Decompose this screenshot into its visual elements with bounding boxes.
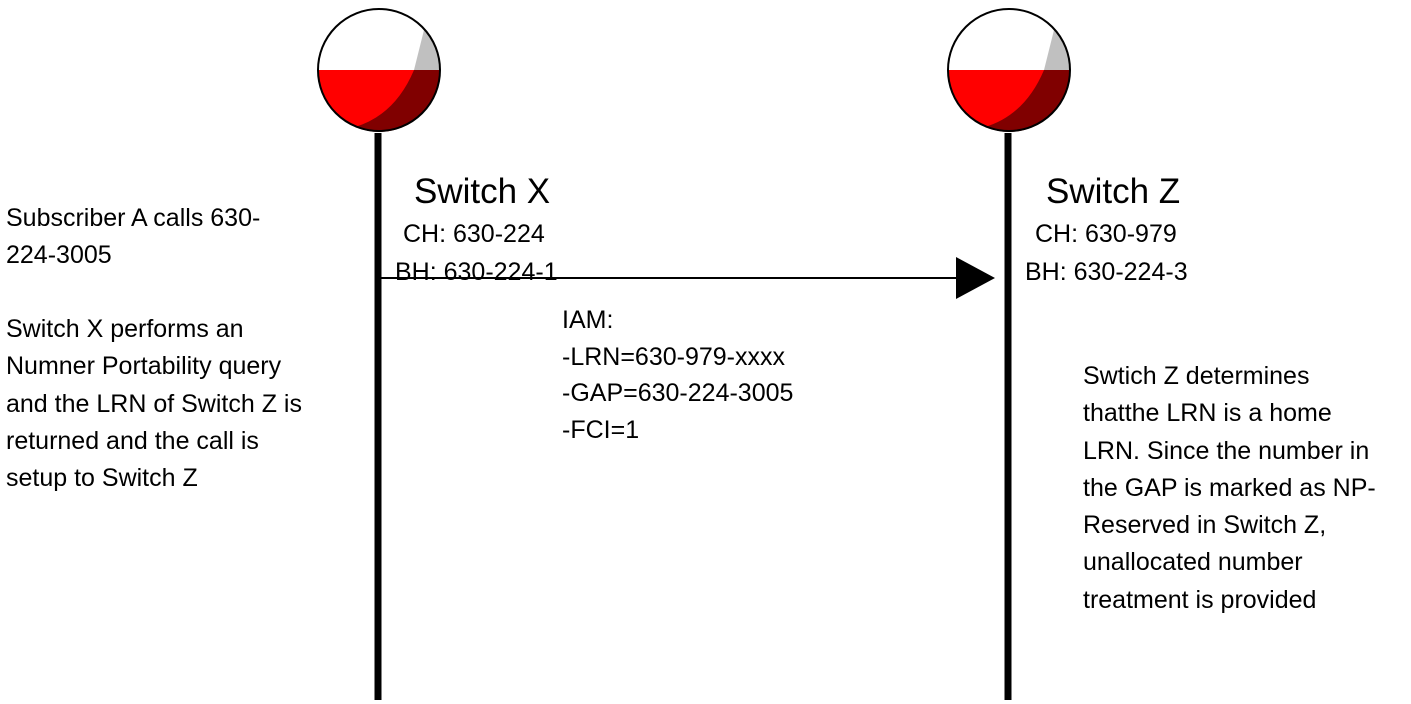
left-note: Subscriber A calls 630- 224-3005 xyxy=(6,200,260,275)
left-note-line: 224-3005 xyxy=(6,241,112,270)
left-note-line: setup to Switch Z xyxy=(6,464,198,493)
left-note-line: Subscriber A calls 630- xyxy=(6,204,261,232)
message-line: -GAP=630-224-3005 xyxy=(562,379,794,408)
left-note-line: and the LRN of Switch Z is xyxy=(6,389,302,418)
left-note-line: Switch X performs an xyxy=(6,315,244,343)
message-line: -LRN=630-979-xxxx xyxy=(562,342,786,371)
iam-message-label: IAM: -LRN=630-979-xxxx -GAP=630-224-3005… xyxy=(562,302,793,448)
left-note-line: Numner Portability query xyxy=(6,352,282,381)
right-note-line: the GAP is marked as NP- xyxy=(1083,473,1376,502)
arrow-head-icon xyxy=(956,257,995,299)
right-note-line: unallocated number xyxy=(1083,548,1303,577)
message-line: -FCI=1 xyxy=(562,415,640,444)
right-note-line: Reserved in Switch Z, xyxy=(1083,511,1327,540)
left-note-line: returned and the call is xyxy=(6,426,259,455)
switch-x-node-icon xyxy=(317,8,441,132)
right-note-line: treatment is provided xyxy=(1083,585,1317,614)
switch-z-node-icon xyxy=(947,8,1071,132)
switch-x-ch: CH: 630-224 xyxy=(403,220,545,248)
switch-x-title: Switch X xyxy=(414,172,551,211)
right-note-line: Swtich Z determines xyxy=(1083,362,1310,390)
left-note-paragraph: Switch X performs an Numner Portability … xyxy=(6,311,302,497)
right-note-line: LRN. Since the number in xyxy=(1083,436,1370,465)
right-note-line: thatthe LRN is a home xyxy=(1083,399,1332,428)
switch-x-bh: BH: 630-224-1 xyxy=(395,258,558,286)
switch-z-title: Switch Z xyxy=(1046,172,1181,211)
switch-z-ch: CH: 630-979 xyxy=(1035,220,1177,248)
message-line: IAM: xyxy=(562,306,614,334)
switch-z-bh: BH: 630-224-3 xyxy=(1025,258,1188,286)
right-note: Swtich Z determines thatthe LRN is a hom… xyxy=(1083,358,1376,619)
